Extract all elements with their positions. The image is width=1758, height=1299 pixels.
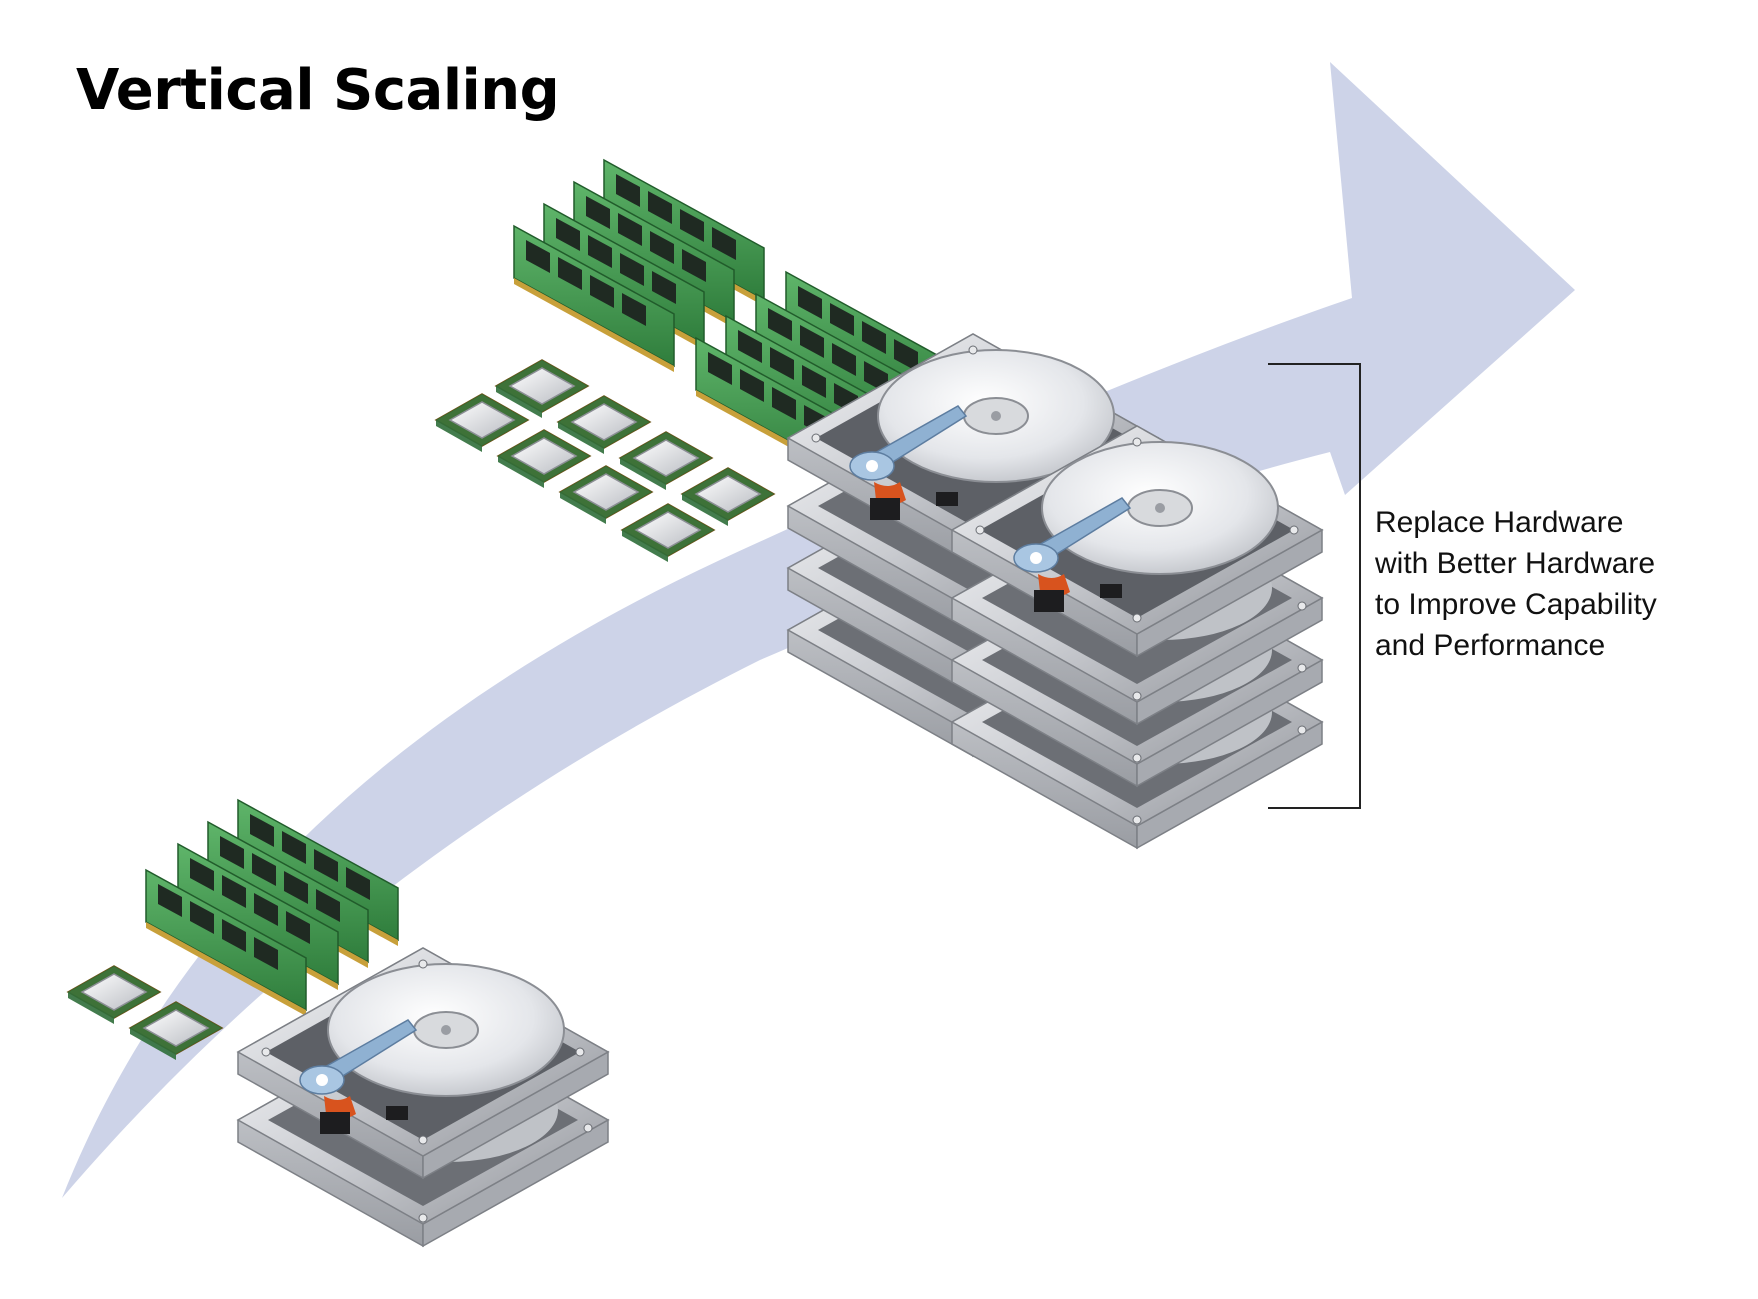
cpu-chip — [67, 965, 161, 1025]
caption-line: with Better Hardware — [1375, 547, 1656, 580]
cpu-chip — [681, 467, 775, 527]
caption-line: and Performance — [1375, 629, 1606, 662]
cpu-chip — [497, 429, 591, 489]
caption-line: to Improve Capability — [1375, 588, 1657, 621]
cpu-chip — [621, 503, 715, 563]
cpu-chip — [559, 465, 653, 525]
caption-text: Replace Hardware with Better Hardware to… — [1375, 502, 1735, 666]
caption-line: Replace Hardware — [1375, 506, 1624, 539]
cpu-chip — [435, 393, 529, 453]
group-bracket — [1268, 363, 1361, 809]
diagram-title: Vertical Scaling — [76, 58, 560, 123]
